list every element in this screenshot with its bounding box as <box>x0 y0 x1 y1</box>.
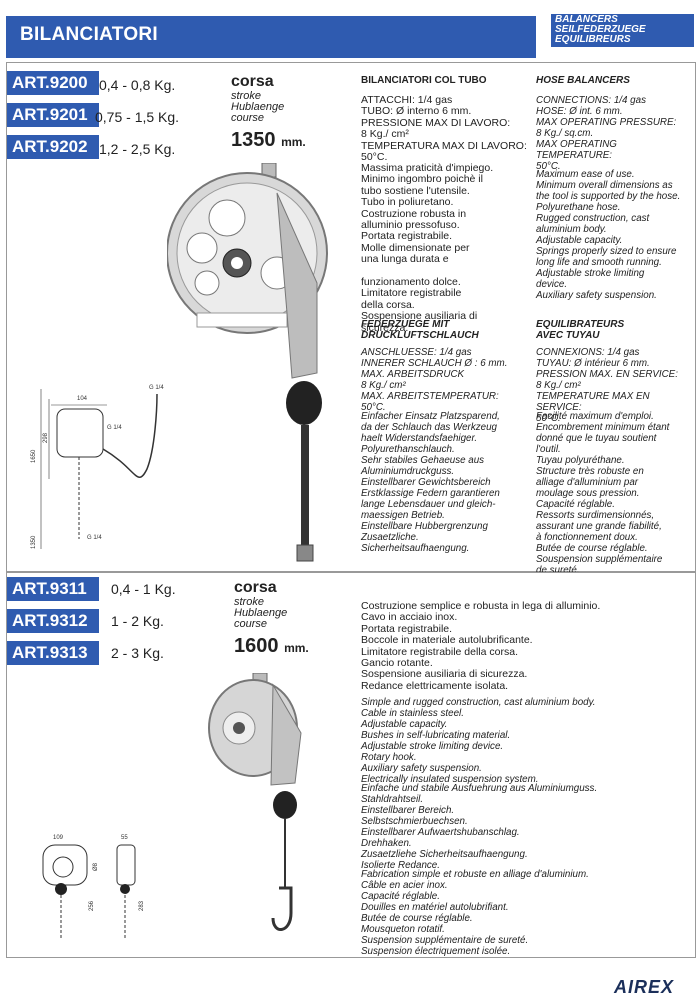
weight-range: 0,4 - 1 Kg. <box>111 581 176 597</box>
brand-logo: AIREX <box>613 977 674 997</box>
article-badge: ART.9200 <box>7 71 99 95</box>
it-body: Costruzione semplice e robusta in lega d… <box>361 600 601 692</box>
cable-balancers-panel: ART.9311 0,4 - 1 Kg. ART.9312 1 - 2 Kg. … <box>6 572 696 958</box>
stroke-fr: course <box>231 112 265 124</box>
weight-range: 0,4 - 0,8 Kg. <box>99 77 176 93</box>
stroke-en: stroke <box>231 90 261 102</box>
dim-label: 256 <box>89 900 95 911</box>
stroke-length-value: 1350 <box>231 129 276 151</box>
it-specs: ATTACCHI: 1/4 gas TUBO: Ø interno 6 mm. … <box>361 94 527 164</box>
subtitle-en: BALANCERS <box>555 14 618 25</box>
en-body: Maximum ease of use. Minimum overall dim… <box>536 169 681 301</box>
dim-label: G 1/4 <box>107 425 122 431</box>
page-title: BILANCIATORI <box>20 24 159 45</box>
stroke-length: 1600 mm. <box>234 635 309 658</box>
article-badge: ART.9311 <box>7 577 99 601</box>
stroke-length-unit: mm. <box>284 641 309 655</box>
corsa-label: corsa <box>234 579 277 596</box>
weight-range: 2 - 3 Kg. <box>111 645 164 661</box>
en-specs: CONNECTIONS: 1/4 gas HOSE: Ø int. 6 mm. … <box>536 95 677 172</box>
dim-label: 55 <box>121 835 128 841</box>
dim-label: G 1/4 <box>149 385 164 391</box>
fr-body: Fabrication simple et robuste en alliage… <box>361 869 589 957</box>
subtitle-fr: EQUILIBREURS <box>555 34 631 45</box>
cable-balancer-image <box>208 673 302 931</box>
stroke-labels: stroke Hublaenge course <box>234 597 287 630</box>
stroke-en: stroke <box>234 596 264 608</box>
cable-balancer-drawing: 109 55 Ø8 256 283 <box>42 835 145 939</box>
dim-label: 283 <box>139 900 145 911</box>
article-badge: ART.9201 <box>7 103 99 127</box>
stroke-labels: stroke Hublaenge course <box>231 91 284 124</box>
article-badge: ART.9313 <box>7 641 99 665</box>
fr-body: Facilité maximum d'emploi. Encombrement … <box>536 411 670 576</box>
dim-label: 1650 <box>31 449 37 463</box>
dim-label: 1350 <box>31 535 37 549</box>
dim-label: 104 <box>77 396 88 402</box>
weight-range: 1,2 - 2,5 Kg. <box>99 141 176 157</box>
stroke-fr: course <box>234 618 268 630</box>
subtitle-box: BALANCERS SEILFEDERZUEGE EQUILIBREURS <box>551 14 694 47</box>
dim-label: G 1/4 <box>87 535 102 541</box>
stroke-length: 1350 mm. <box>231 129 306 152</box>
fr-specs: CONNEXIONS: 1/4 gas TUYAU: Ø intérieur 6… <box>536 347 678 424</box>
it-heading: BILANCIATORI COL TUBO <box>361 75 487 86</box>
dim-label: 298 <box>43 432 49 443</box>
fr-heading: EQUILIBRATEURS AVEC TUYAU <box>536 319 625 341</box>
article-badge: ART.9202 <box>7 135 99 159</box>
en-heading: HOSE BALANCERS <box>536 75 630 86</box>
de-specs: ANSCHLUESSE: 1/4 gas INNERER SCHLAUCH Ø … <box>361 347 508 413</box>
de-body: Einfache und stabile Ausfuehrung aus Alu… <box>361 783 598 871</box>
de-body: Einfacher Einsatz Platzsparend, da der S… <box>361 411 500 554</box>
hose-balancer-drawing: 104 G 1/4 1650 298 G 1/4 1350 G 1/4 <box>31 385 164 549</box>
title-bar: BILANCIATORI <box>6 16 536 58</box>
dim-label: 109 <box>53 835 64 841</box>
stroke-length-value: 1600 <box>234 635 279 657</box>
it-body: Massima praticità d'impiego. Minimo ingo… <box>361 162 494 334</box>
subtitle-de: SEILFEDERZUEGE <box>555 24 646 35</box>
en-body: Simple and rugged construction, cast alu… <box>361 697 596 785</box>
hose-balancers-panel: ART.9200 0,4 - 0,8 Kg. ART.9201 0,75 - 1… <box>6 62 696 576</box>
weight-range: 0,75 - 1,5 Kg. <box>95 109 180 125</box>
weight-range: 1 - 2 Kg. <box>111 613 164 629</box>
corsa-label: corsa <box>231 73 274 90</box>
de-heading: FEDERZUEGE MIT DRUCKLUFTSCHLAUCH <box>361 319 479 341</box>
article-badge: ART.9312 <box>7 609 99 633</box>
dim-label: Ø8 <box>93 862 99 871</box>
hose-balancer-image <box>167 163 328 562</box>
stroke-de: Hublaenge <box>231 101 285 113</box>
stroke-de: Hublaenge <box>234 607 288 619</box>
stroke-length-unit: mm. <box>281 135 306 149</box>
